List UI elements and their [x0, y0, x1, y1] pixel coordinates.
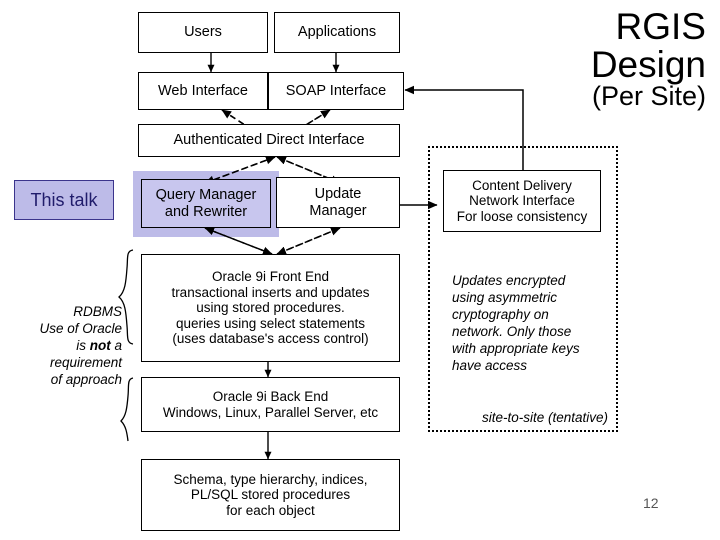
box-cdn-interface[interactable]: Content Delivery Network Interface For l… [443, 170, 601, 232]
rdbms-note: RDBMS Use of Oracle is not a requirement… [22, 304, 122, 388]
encryption-note: Updates encrypted using asymmetric crypt… [452, 273, 580, 373]
rdbms-note-line-5: of approach [50, 371, 122, 387]
box-oracle-front-end-label: Oracle 9i Front End transactional insert… [171, 268, 370, 347]
box-web-interface[interactable]: Web Interface [138, 72, 268, 110]
box-cdn-interface-label: Content Delivery Network Interface For l… [456, 177, 588, 224]
box-authenticated-direct-interface-label: Authenticated Direct Interface [173, 132, 365, 149]
rdbms-note-line-3: is not a [22, 338, 122, 355]
box-oracle-front-end[interactable]: Oracle 9i Front End transactional insert… [141, 254, 400, 362]
title-line-1: RGIS [615, 6, 706, 47]
box-applications[interactable]: Applications [274, 12, 400, 53]
box-soap-interface-label: SOAP Interface [285, 82, 387, 99]
box-applications-label: Applications [297, 24, 377, 41]
title-line-2: Design [590, 43, 706, 85]
box-update-manager-label: Update Manager [309, 185, 367, 219]
rdbms-note-line-1: RDBMS [73, 304, 122, 319]
box-oracle-back-end-label: Oracle 9i Back End Windows, Linux, Paral… [162, 388, 379, 420]
box-web-interface-label: Web Interface [157, 82, 248, 99]
box-query-manager[interactable]: Query Manager and Rewriter [141, 179, 271, 228]
box-authenticated-direct-interface[interactable]: Authenticated Direct Interface [138, 124, 400, 157]
rdbms-note-line-4: requirement [49, 354, 122, 370]
title-line-3: (Per Site) [591, 81, 706, 112]
box-schema-label: Schema, type hierarchy, indices, PL/SQL … [173, 471, 368, 518]
site-scope-label: site-to-site (tentative) [481, 410, 608, 425]
box-schema[interactable]: Schema, type hierarchy, indices, PL/SQL … [141, 459, 400, 531]
box-users[interactable]: Users [138, 12, 268, 53]
rdbms-note-line-2: Use of Oracle [39, 320, 122, 336]
page-number: 12 [643, 495, 659, 511]
rdbms-note-line-3-pre: is [76, 337, 90, 353]
rdbms-note-line-3-post: a [110, 337, 122, 353]
box-soap-interface[interactable]: SOAP Interface [268, 72, 404, 110]
box-update-manager[interactable]: Update Manager [276, 177, 400, 228]
box-oracle-back-end[interactable]: Oracle 9i Back End Windows, Linux, Paral… [141, 377, 400, 432]
rdbms-note-emphasis: not [89, 337, 111, 353]
box-query-manager-label: Query Manager and Rewriter [155, 186, 257, 220]
box-users-label: Users [184, 24, 222, 41]
this-talk-callout[interactable]: This talk [14, 180, 114, 220]
page-title: RGIS Design (Per Site) [476, 8, 706, 111]
this-talk-label: This talk [30, 189, 98, 210]
